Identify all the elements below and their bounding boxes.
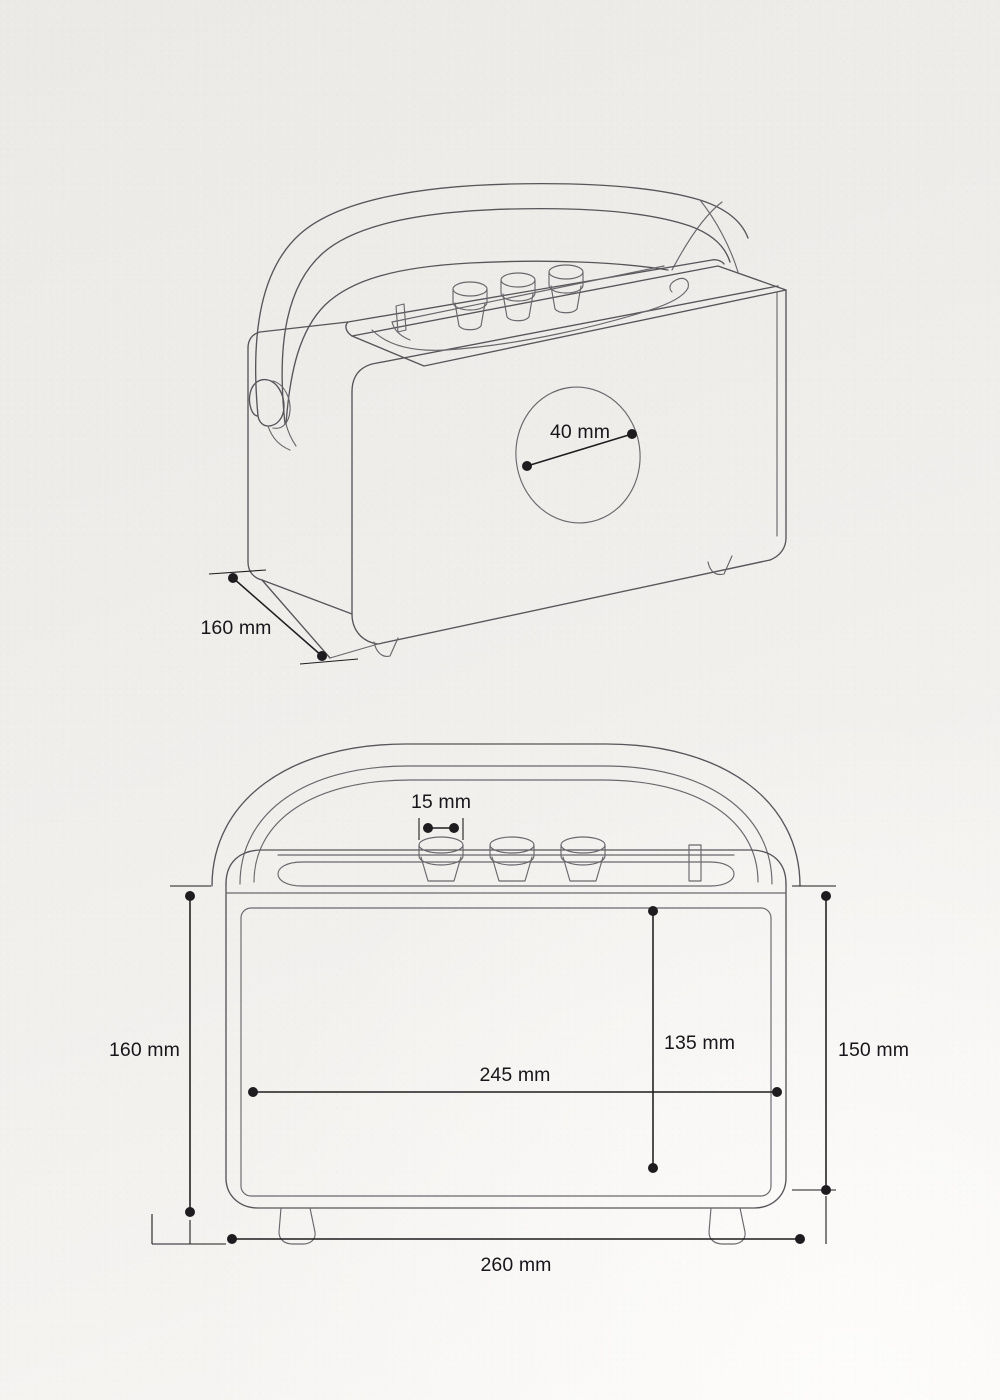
dimension-label-overall-width: 260 mm bbox=[480, 1254, 551, 1276]
front-panel bbox=[240, 907, 772, 1197]
iso-speaker-grille bbox=[515, 386, 641, 524]
dimension-overall-width: 260 mm bbox=[189, 1196, 827, 1276]
front-knob-3 bbox=[560, 836, 606, 882]
front-handle bbox=[211, 743, 801, 887]
dimension-label-panel-height: 135 mm bbox=[664, 1032, 735, 1054]
front-knob-2 bbox=[489, 836, 535, 882]
dimension-speaker-diameter: 40 mm bbox=[522, 421, 637, 471]
iso-knob-1 bbox=[452, 281, 488, 331]
dimension-knob-diameter: 15 mm bbox=[411, 791, 471, 840]
dimension-panel-height: 135 mm bbox=[648, 906, 735, 1173]
dimension-label-overall-height: 160 mm bbox=[109, 1039, 180, 1061]
front-control-recess bbox=[277, 854, 735, 887]
iso-knob-3 bbox=[548, 264, 584, 314]
dimension-label-speaker-diameter: 40 mm bbox=[550, 421, 610, 443]
dimension-label-knob-diameter: 15 mm bbox=[411, 791, 471, 813]
dimension-label-iso-depth: 160 mm bbox=[200, 617, 271, 639]
front-cabinet bbox=[225, 849, 787, 1209]
dimension-label-body-height: 150 mm bbox=[838, 1039, 909, 1061]
dimension-panel-width: 245 mm bbox=[248, 1064, 782, 1097]
dimension-overall-height: 160 mm bbox=[109, 885, 226, 1245]
front-knob-1 bbox=[418, 836, 464, 882]
dimension-label-panel-width: 245 mm bbox=[479, 1064, 550, 1086]
iso-handle bbox=[248, 182, 749, 451]
front-switch-lever bbox=[688, 844, 702, 882]
iso-switch-lever bbox=[395, 303, 407, 333]
front-feet bbox=[278, 1207, 746, 1245]
iso-cabinet bbox=[247, 259, 787, 659]
iso-knob-2 bbox=[500, 272, 536, 322]
dimension-iso-depth: 160 mm bbox=[200, 569, 359, 665]
dimension-body-height: 150 mm bbox=[792, 885, 909, 1195]
iso-feet bbox=[373, 555, 733, 657]
